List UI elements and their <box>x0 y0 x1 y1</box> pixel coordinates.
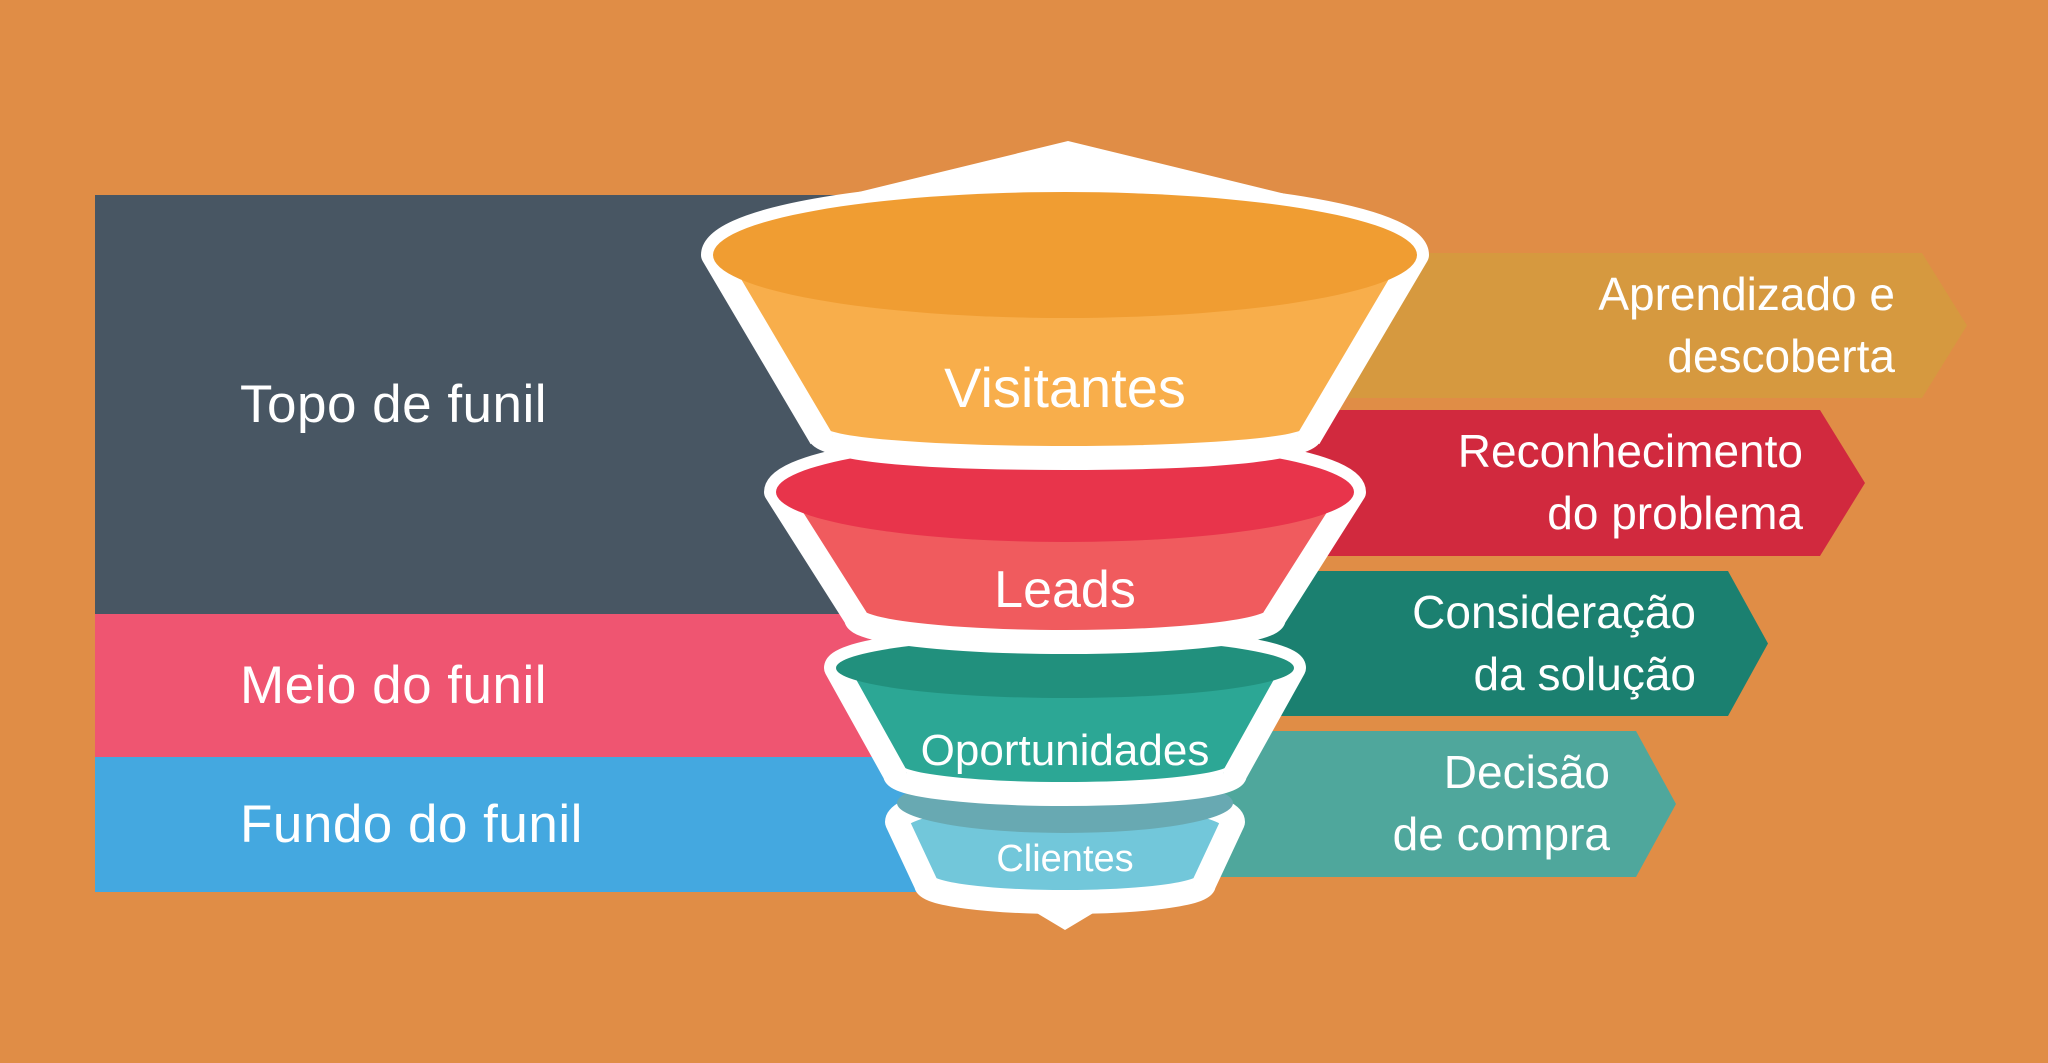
funnel-segment-leads: Leads <box>764 430 1366 654</box>
band-fundo-label: Fundo do funil <box>240 795 583 854</box>
segment-leads-top <box>776 442 1354 542</box>
segment-oportunidades-label: Oportunidades <box>921 726 1210 775</box>
segment-leads-label: Leads <box>994 561 1136 619</box>
funnel-segment-oportunidades: Oportunidades <box>824 626 1306 806</box>
arrow-reconhecimento-label: Reconhecimento do problema <box>1457 425 1803 539</box>
band-meio-label: Meio do funil <box>240 656 548 715</box>
segment-visitantes-top <box>713 192 1417 318</box>
funnel-segment-visitantes: Visitantes <box>701 180 1429 470</box>
segment-oportunidades-top <box>836 638 1294 698</box>
segment-clientes-label: Clientes <box>996 838 1133 880</box>
band-topo-label: Topo de funil <box>240 375 548 434</box>
arrow-decisao-label: Decisão de compra <box>1392 746 1610 860</box>
arrow-consideracao-label: Consideração da solução <box>1412 585 1696 700</box>
segment-visitantes-label: Visitantes <box>944 356 1186 419</box>
arrow-aprendizado-label: Aprendizado e descoberta <box>1598 267 1895 382</box>
